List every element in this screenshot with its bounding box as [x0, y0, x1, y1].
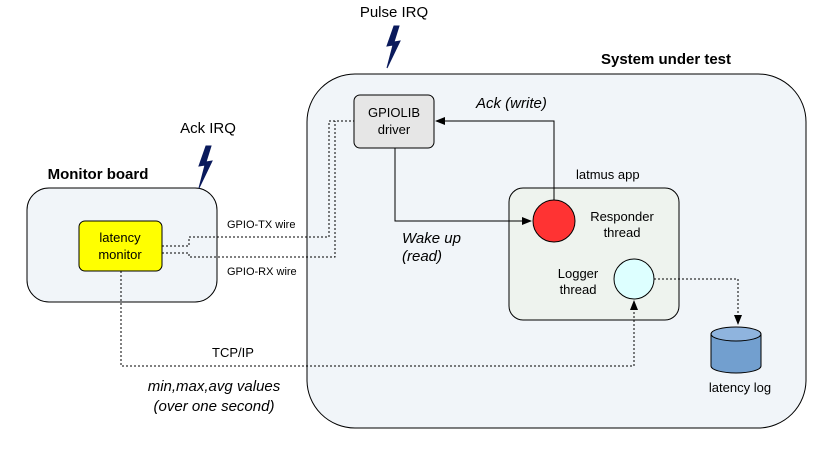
gpio-tx-wire-line — [162, 120, 354, 247]
ack-write-label: Ack (write) — [475, 95, 547, 112]
logger-thread-circle — [613, 258, 655, 300]
gpio-rx-wire-label: GPIO-RX wire — [227, 266, 297, 278]
wake-up-arrow — [394, 148, 532, 225]
system-under-test-title: System under test — [601, 51, 731, 68]
responder-thread-label-line1: Responder — [590, 209, 654, 224]
wake-up-label-line2: (read) — [402, 248, 442, 265]
latmus-app-label: latmus app — [576, 167, 640, 182]
latmus-app-box — [508, 187, 680, 321]
latency-log-database-icon — [710, 326, 762, 374]
tcp-ip-label: TCP/IP — [212, 345, 254, 360]
ack-irq-label: Ack IRQ — [180, 120, 236, 137]
responder-thread-circle — [532, 199, 576, 243]
ack-irq-lightning-icon — [198, 145, 213, 189]
gpiolib-driver-label-line1: GPIOLIB — [368, 105, 420, 120]
monitor-board-title: Monitor board — [48, 166, 149, 183]
responder-thread-label-line2: thread — [604, 225, 641, 240]
latency-log-label: latency log — [709, 380, 771, 395]
latency-monitor-label-line1: latency — [99, 230, 141, 245]
gpio-rx-wire-line — [162, 121, 336, 258]
pulse-irq-label: Pulse IRQ — [360, 4, 428, 21]
minmax-values-label-line1: min,max,avg values — [148, 378, 281, 395]
gpio-tx-wire-label: GPIO-TX wire — [227, 219, 295, 231]
logger-thread-label-line2: thread — [560, 282, 597, 297]
wake-up-label-line1: Wake up — [402, 230, 461, 247]
latency-monitor-label-line2: monitor — [98, 247, 142, 262]
minmax-values-label-line2: (over one second) — [154, 398, 275, 415]
pulse-irq-lightning-icon — [386, 25, 401, 69]
tcp-ip-arrow — [120, 271, 638, 367]
gpiolib-driver-label-line2: driver — [378, 122, 411, 137]
logger-thread-label-line1: Logger — [558, 266, 599, 281]
ack-write-arrow — [435, 117, 555, 200]
logger-to-log-arrow — [654, 278, 742, 325]
latency-monitor-box — [78, 220, 163, 272]
